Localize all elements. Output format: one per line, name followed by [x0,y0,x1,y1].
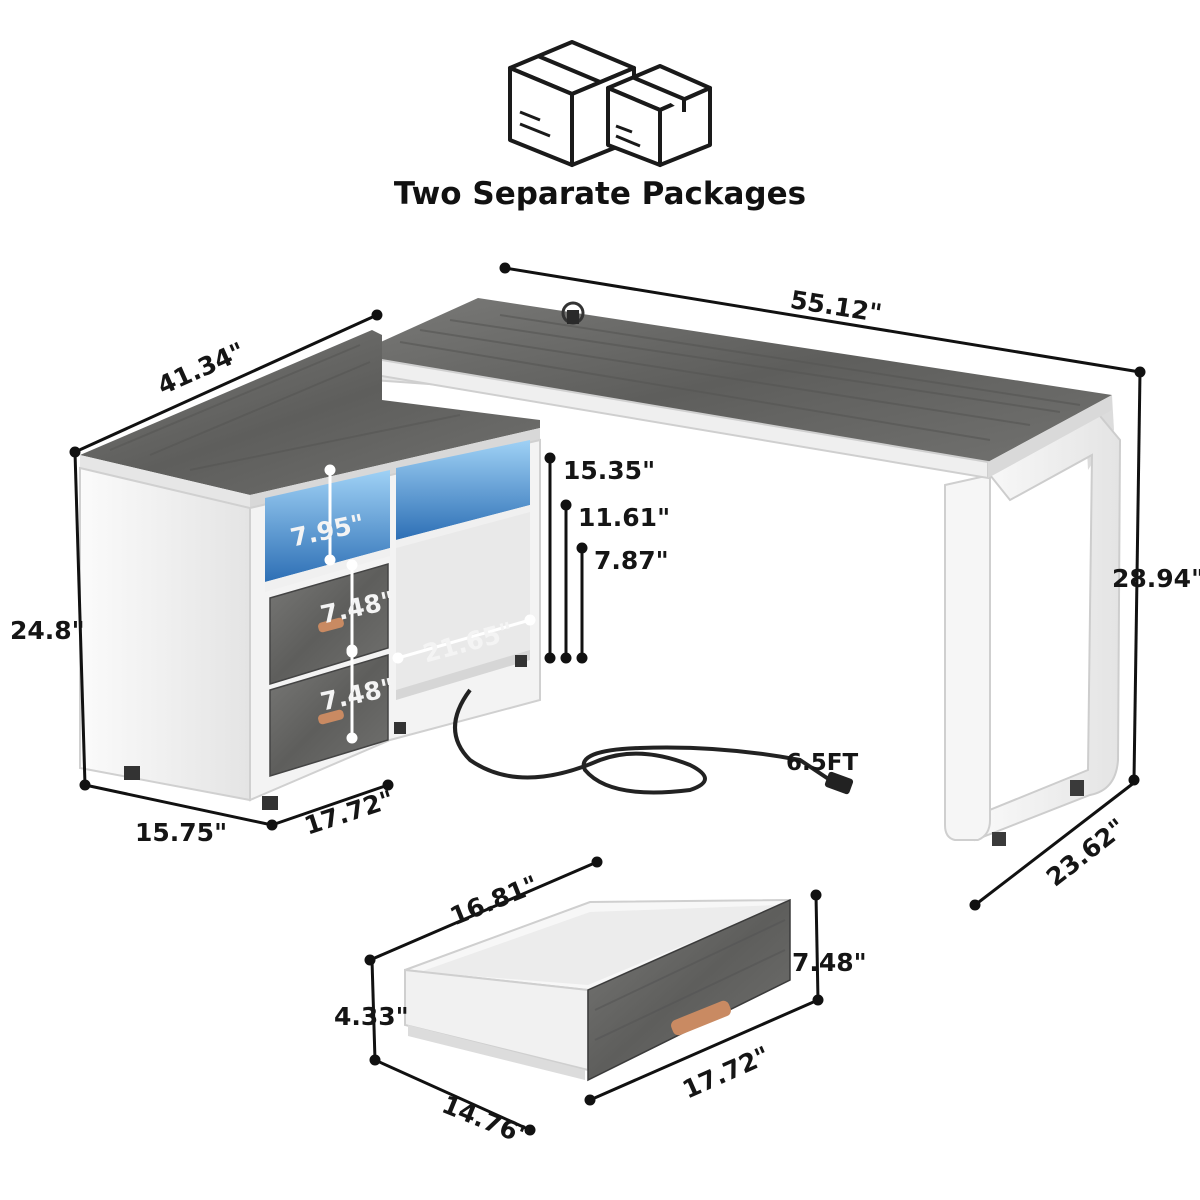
drawer-inner-height-label: 4.33" [334,1002,409,1031]
shelf-height-b-label: 11.61" [578,503,671,532]
power-cord [453,688,832,795]
cord-length-label: 6.5FT [786,750,859,776]
packages-title: Two Separate Packages [393,176,807,212]
cabinet-depth-label: 15.75" [135,818,228,847]
desk-height-label: 28.94" [1112,564,1200,593]
two-boxes-icon [508,40,712,167]
drawer-detail [364,856,824,1136]
cabinet-height-label: 24.8" [10,616,85,645]
cabinet-side-panel [79,466,251,802]
shelf-height-c-label: 7.87" [594,546,669,575]
plug-icon [824,771,854,795]
drawer-front-height-label: 7.48" [792,948,867,977]
dimension-lines [69,262,1146,911]
desk-top [351,298,1112,480]
cabinet-front [249,438,541,802]
shelf-height-a-label: 15.35" [563,456,656,485]
